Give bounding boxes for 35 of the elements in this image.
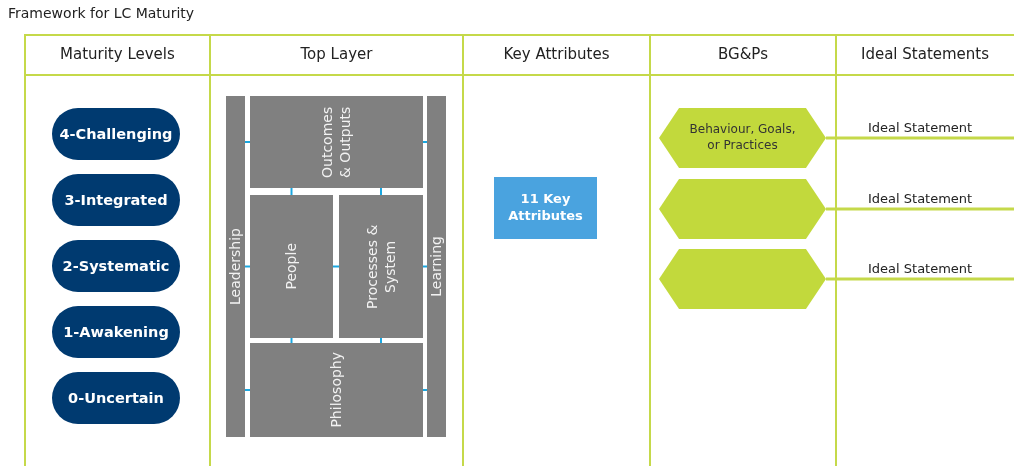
layer-block: Philosophy (250, 343, 423, 437)
connector-line (826, 207, 1014, 211)
edge-label: Ideal Statement (868, 191, 973, 206)
column-header: BG&Ps (718, 45, 768, 63)
layer-block: Outcomes & Outputs (250, 96, 423, 188)
connector-line (380, 337, 382, 344)
maturity-level-pill: 4-Challenging (52, 108, 180, 160)
maturity-level-pill: 0-Uncertain (52, 372, 180, 424)
layer-block: People (250, 195, 333, 338)
edge-label: Ideal Statement (868, 120, 973, 135)
pillar-bar: Leadership (226, 96, 245, 437)
maturity-level-pill: 1-Awakening (52, 306, 180, 358)
edge-label: Ideal Statement (868, 261, 973, 276)
connector-line (290, 337, 293, 344)
column-header: Ideal Statements (861, 45, 990, 63)
maturity-level-pill: 3-Integrated (52, 174, 180, 226)
column-header: Maturity Levels (60, 45, 175, 63)
diagram-title: Framework for LC Maturity (8, 5, 195, 21)
connector-line (244, 141, 251, 143)
maturity-level-pill: 2-Systematic (52, 240, 180, 292)
connector-line (422, 389, 428, 391)
connector-line (244, 265, 251, 268)
connector-line (826, 277, 1014, 281)
pillar-bar: Learning (427, 96, 446, 437)
column-header: Top Layer (300, 45, 373, 63)
connector-line (290, 187, 293, 196)
column-header: Key Attributes (503, 45, 610, 63)
layer-block: Processes & System (339, 195, 423, 338)
attribute-box: 11 Key Attributes (494, 177, 597, 239)
connector-line (244, 389, 251, 391)
connector-line (826, 136, 1014, 140)
connector-line (332, 265, 340, 268)
connector-line (380, 187, 382, 196)
connector-line (422, 265, 428, 268)
connector-line (422, 141, 428, 143)
